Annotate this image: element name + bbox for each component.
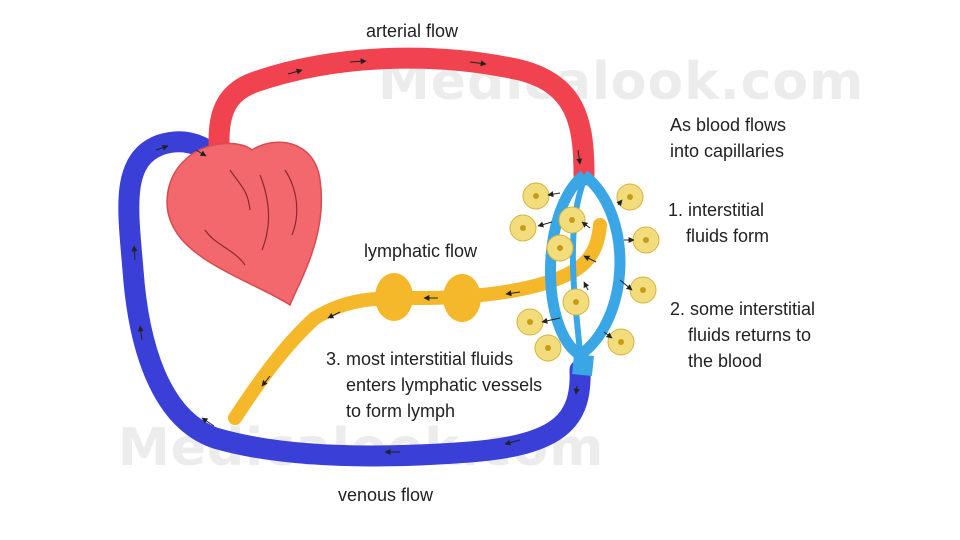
step3-line2: enters lymphatic vessels: [346, 375, 543, 395]
arrow-icon: [583, 281, 590, 291]
arrow-icon: [537, 221, 553, 228]
fluid-arrows: [537, 191, 635, 339]
arrow-icon: [619, 279, 633, 291]
arrow-icon: [603, 331, 613, 339]
cell-icon: [616, 183, 644, 211]
cell-icon: [558, 206, 586, 234]
lymph-node: [443, 274, 481, 322]
capillary-bed: [545, 170, 588, 360]
arrow-icon: [616, 199, 623, 207]
step3-line3: to form lymph: [346, 401, 456, 421]
arrow-icon: [547, 191, 561, 198]
capillary-bed: [569, 178, 587, 353]
heart-icon: [166, 141, 323, 307]
arrow-icon: [137, 325, 144, 341]
arrow-icon: [581, 221, 591, 229]
arrow-icon: [327, 311, 341, 319]
arterial-vessel: [208, 47, 595, 191]
arrow-icon: [201, 417, 215, 427]
arrow-icon: [583, 255, 597, 263]
capillary-bed: [572, 354, 594, 376]
arrow-icon: [287, 68, 303, 75]
arrow-icon: [505, 290, 521, 297]
capillaries-line2: into capillaries: [670, 141, 785, 161]
cell-icon: [629, 276, 657, 304]
arrow-icon: [576, 149, 583, 165]
arrow-icon: [469, 60, 487, 67]
label-lymphatic-flow: lymphatic flow: [364, 241, 478, 261]
arrow-icon: [504, 439, 521, 446]
step3-line1: 3. most interstitial fluids: [326, 349, 514, 369]
step1-line2: fluids form: [686, 226, 770, 246]
arrow-icon: [195, 149, 207, 157]
cell-icon: [562, 288, 590, 316]
step1-line1: 1. interstitial: [668, 200, 765, 220]
cell-icon: [516, 308, 544, 336]
label-step1: 1. interstitial fluids form: [668, 197, 769, 249]
arrow-icon: [541, 317, 561, 324]
arrow-icon: [349, 58, 367, 65]
label-venous-flow: venous flow: [338, 485, 434, 505]
cell-icon: [607, 328, 635, 356]
cell-icon: [522, 182, 550, 210]
cell-icon: [632, 226, 660, 254]
step2-line1: 2. some interstitial: [670, 299, 816, 319]
lymph-node: [375, 273, 413, 321]
capillaries-line1: As blood flows: [670, 115, 787, 135]
vessel-arrows: [131, 58, 583, 455]
cell-icon: [509, 214, 537, 242]
step2-line3: the blood: [688, 351, 763, 371]
arrow-icon: [155, 144, 169, 151]
cell-icon: [534, 334, 562, 362]
capillary-bed: [576, 170, 626, 360]
venous-vessel: [118, 131, 591, 467]
label-capillaries: As blood flows into capillaries: [670, 112, 786, 164]
label-arterial-flow: arterial flow: [366, 21, 459, 41]
label-step2: 2. some interstitial fluids returns to t…: [670, 296, 815, 374]
arrow-icon: [573, 385, 580, 395]
arrow-icon: [261, 375, 271, 387]
arrow-icon: [131, 245, 138, 261]
lymph-arrows: [261, 290, 521, 387]
interstitial-cells: [509, 182, 660, 362]
step2-line2: fluids returns to: [688, 325, 812, 345]
cell-icon: [546, 234, 574, 262]
label-step3: 3. most interstitial fluids enters lymph…: [326, 346, 542, 424]
